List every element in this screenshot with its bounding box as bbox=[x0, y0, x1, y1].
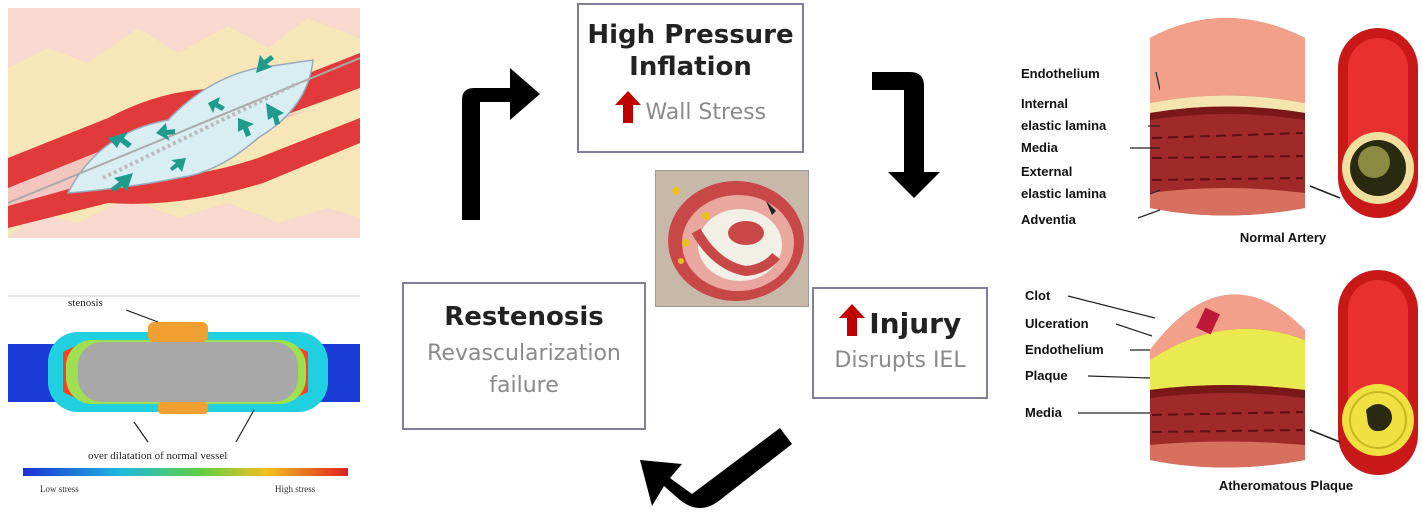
low-stress-label: Low stress bbox=[40, 484, 79, 494]
red-up-arrow-icon bbox=[615, 91, 641, 123]
high-pressure-box: High Pressure Inflation Wall Stress bbox=[577, 3, 804, 153]
high-pressure-title: High Pressure bbox=[579, 19, 802, 51]
normal-artery-caption: Normal Artery bbox=[1228, 230, 1338, 245]
label-internal-elastic-lamina: elastic lamina bbox=[1021, 118, 1106, 134]
atheromatous-caption: Atheromatous Plaque bbox=[1206, 478, 1366, 493]
label-endothelium: Endothelium bbox=[1021, 66, 1100, 82]
label-adventia: Adventia bbox=[1021, 212, 1076, 228]
label-external: External bbox=[1021, 164, 1072, 180]
histology-image bbox=[655, 170, 809, 307]
dilatation-label: over dilatation of normal vessel bbox=[88, 450, 227, 462]
failure-text: failure bbox=[404, 370, 644, 402]
label-internal: Internal bbox=[1021, 96, 1068, 112]
red-up-arrow-icon bbox=[839, 303, 865, 337]
label-clot: Clot bbox=[1025, 288, 1050, 304]
arrow-up-right bbox=[462, 68, 540, 220]
injury-box: Injury Disrupts IEL bbox=[812, 287, 988, 399]
disrupts-iel-text: Disrupts IEL bbox=[814, 348, 986, 373]
plaque-leader-lines bbox=[1060, 290, 1160, 420]
arrow-down bbox=[872, 72, 940, 198]
wall-stress-text: Wall Stress bbox=[645, 100, 766, 125]
arrow-bottom-left bbox=[640, 428, 792, 508]
restenosis-title: Restenosis bbox=[404, 300, 644, 334]
injury-title: Injury bbox=[869, 307, 961, 340]
injury-title-row: Injury bbox=[814, 303, 986, 340]
label-media-plaque: Media bbox=[1025, 405, 1062, 421]
atheromatous-plaque-illustration bbox=[1140, 270, 1422, 480]
inflation-title: Inflation bbox=[579, 51, 802, 83]
high-stress-label: High stress bbox=[275, 484, 315, 494]
stenosis-label: stenosis bbox=[68, 297, 103, 309]
revascularization-text: Revascularization bbox=[404, 338, 644, 370]
restenosis-box: Restenosis Revascularization failure bbox=[402, 282, 646, 430]
label-media: Media bbox=[1021, 140, 1058, 156]
stent-stress-map bbox=[8, 292, 360, 502]
balloon-inflation-illustration bbox=[8, 8, 360, 238]
normal-artery-leader-lines bbox=[1100, 60, 1160, 230]
normal-artery-illustration bbox=[1140, 8, 1422, 238]
label-external-elastic-lamina: elastic lamina bbox=[1021, 186, 1106, 202]
wall-stress-row: Wall Stress bbox=[579, 91, 802, 125]
